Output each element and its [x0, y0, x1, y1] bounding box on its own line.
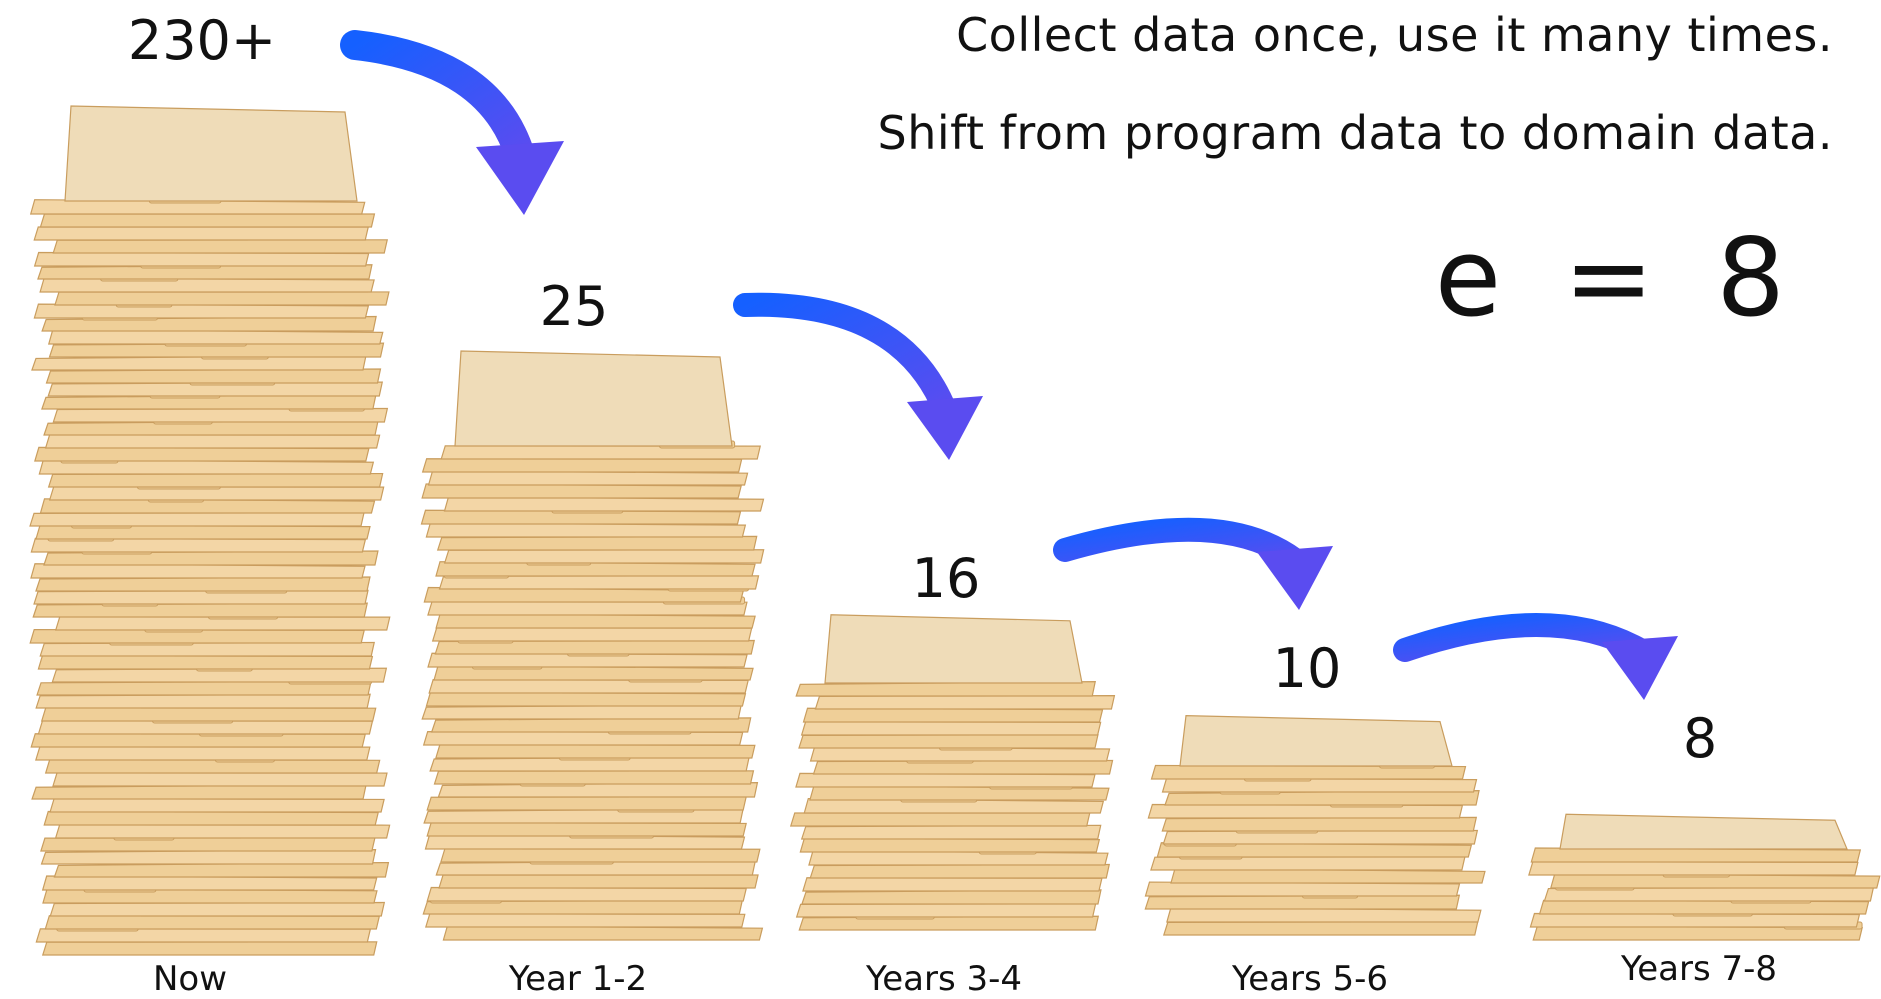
stage-count-years-7-8: 8 — [1682, 707, 1718, 770]
folder-stack-icon-years-5-6 — [1144, 715, 1486, 936]
stage-count-year-1-2: 25 — [539, 275, 609, 338]
stage-count-years-5-6: 10 — [1272, 637, 1342, 700]
stage-count-years-3-4: 16 — [911, 547, 981, 610]
curved-arrow-icon-3 — [1053, 517, 1333, 610]
stage-count-now: 230+ — [127, 9, 277, 72]
stage-period-year-1-2: Year 1-2 — [508, 959, 648, 999]
equation-text: e = 8 — [1434, 216, 1799, 341]
stage-period-years-5-6: Years 5-6 — [1231, 959, 1389, 999]
curved-arrow-icon-2 — [733, 292, 983, 460]
folder-stack-icon-year-1-2 — [420, 350, 765, 941]
curved-arrow-icon-1 — [340, 30, 564, 215]
folder-stack-icon-years-3-4 — [789, 614, 1116, 931]
curved-arrow-icon-4 — [1393, 613, 1678, 700]
stage-period-now: Now — [152, 959, 228, 999]
stage-period-years-3-4: Years 3-4 — [865, 959, 1023, 999]
folder-stack-icon-years-7-8 — [1528, 813, 1881, 941]
folder-stack-icon-now — [29, 105, 391, 956]
stage-period-years-7-8: Years 7-8 — [1620, 949, 1778, 989]
headline-primary: Collect data once, use it many times. — [956, 8, 1833, 62]
headline-secondary: Shift from program data to domain data. — [877, 106, 1833, 160]
